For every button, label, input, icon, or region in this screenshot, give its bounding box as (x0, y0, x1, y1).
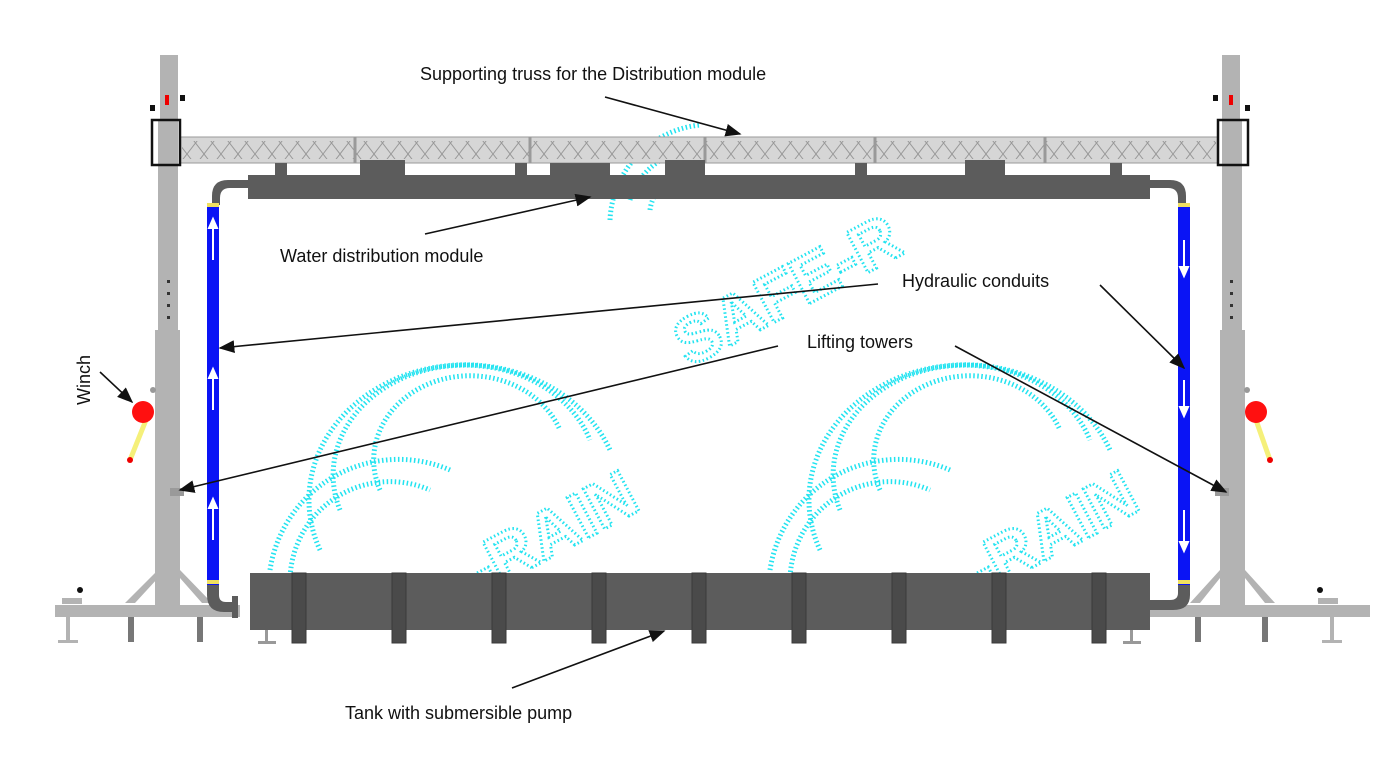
left-hydraulic-conduit (207, 203, 238, 618)
tower-arrow-left (178, 345, 779, 493)
left-winch (127, 387, 156, 463)
leader-arrows (99, 96, 1228, 689)
conduit-arrow-right (1099, 284, 1186, 370)
label-truss: Supporting truss for the Distribution mo… (420, 64, 766, 84)
tank-arrow (511, 630, 666, 689)
left-lifting-tower (55, 55, 240, 643)
right-lifting-tower (1150, 55, 1370, 643)
label-tank: Tank with submersible pump (345, 703, 572, 723)
right-winch (1244, 387, 1273, 463)
water-distribution-module (212, 160, 1186, 205)
supporting-truss (179, 136, 1219, 164)
tower-arrow-right (954, 345, 1228, 493)
tank-with-submersible-pump (250, 572, 1150, 644)
conduit-arrow-left (218, 283, 879, 353)
distribution-arrow (424, 193, 592, 235)
label-conduits: Hydraulic conduits (902, 271, 1049, 291)
right-hydraulic-conduit (1150, 203, 1190, 610)
winch-arrow (99, 371, 134, 404)
label-distribution: Water distribution module (280, 246, 483, 266)
svg-text:SAFE-R: SAFE-R (661, 199, 913, 380)
truss-arrow (604, 96, 742, 137)
label-winch: Winch (74, 355, 94, 405)
label-towers: Lifting towers (807, 332, 913, 352)
